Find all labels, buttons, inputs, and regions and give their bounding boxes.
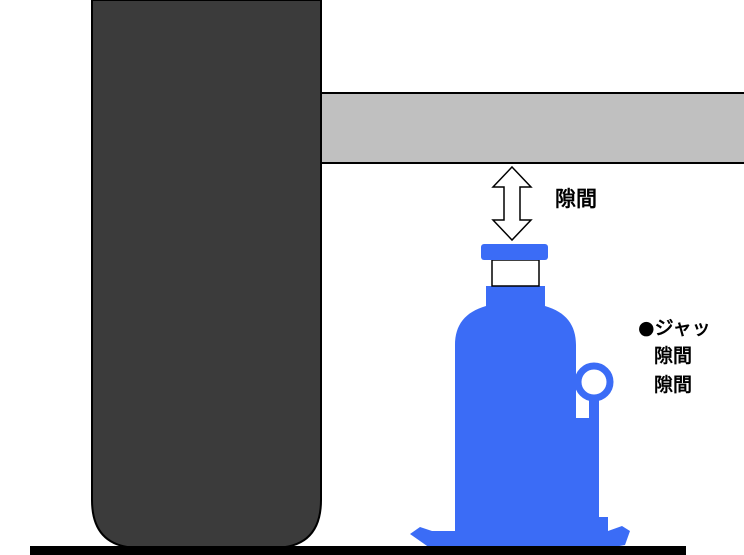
frame-beam — [320, 92, 744, 164]
jack-ram — [491, 259, 540, 287]
note-line-3: 隙間 — [654, 374, 693, 396]
jack-handle-shaft — [589, 396, 599, 521]
jack-body — [455, 286, 576, 536]
ground-line — [30, 546, 686, 555]
jack-pump-foot — [570, 517, 608, 531]
gap-double-arrow-icon — [491, 165, 533, 242]
jack-handle-ring — [574, 362, 614, 402]
jack-saddle — [481, 244, 548, 260]
tire — [91, 0, 322, 549]
bottle-jack — [410, 244, 630, 548]
note-line-2: 隙間 — [654, 345, 693, 367]
gap-label: 隙間 — [555, 187, 597, 211]
note-line-1: ●ジャッ — [638, 317, 711, 339]
